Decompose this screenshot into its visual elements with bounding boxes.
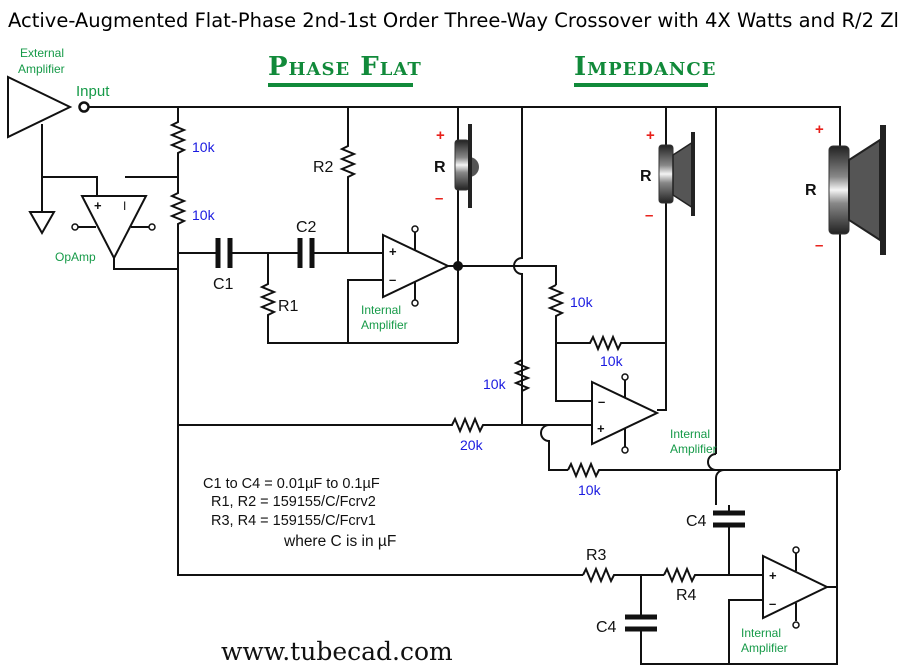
mid-input-resistor: 20k xyxy=(178,416,592,471)
website-url[interactable]: www.tubecad.com xyxy=(221,637,453,666)
amp1-label-1: Internal xyxy=(361,303,401,317)
capacitor-c4-bottom: C4 xyxy=(596,575,838,665)
tweeter-minus: – xyxy=(435,190,443,207)
capacitor-c4-top: C4 xyxy=(686,505,745,575)
external-amplifier-label-1: External xyxy=(20,46,64,60)
amp1-minus-sign: – xyxy=(389,272,396,287)
opamp-inv-sign: I xyxy=(123,199,126,213)
midrange-plus: + xyxy=(646,127,655,144)
amp1-plus-sign: + xyxy=(389,244,397,259)
note-line-1: C1 to C4 = 0.01µF to 0.1µF xyxy=(203,476,380,492)
resistor-r4: R4 xyxy=(663,566,763,604)
amp3-label-1: Internal xyxy=(741,626,781,640)
c2-label: C2 xyxy=(296,219,317,236)
input-terminal[interactable]: Input xyxy=(76,83,110,113)
divider-top-value: 10k xyxy=(192,139,216,155)
amp2-label-2: Amplifier xyxy=(670,442,717,456)
top-rail-wire xyxy=(88,106,841,470)
r2-label: R2 xyxy=(313,159,334,176)
mid-series-resistor: 10k xyxy=(556,334,666,369)
heading-phase-flat: Phase Flat xyxy=(268,52,422,87)
opamp-label: OpAmp xyxy=(55,250,96,264)
resistor-r1: R1 xyxy=(259,253,458,344)
heading-impedance: Impedance xyxy=(574,52,716,87)
input-label: Input xyxy=(76,83,110,100)
resistor-r2: R2 xyxy=(313,107,357,253)
external-amplifier: External Amplifier xyxy=(7,46,73,139)
internal-amplifier-2: – + Internal Amplifier xyxy=(591,373,717,456)
opamp-buffer: + I OpAmp xyxy=(55,195,178,270)
mid-feed-value: 10k xyxy=(570,294,594,310)
woofer-minus: – xyxy=(815,237,823,254)
note-line-4: where C is in µF xyxy=(283,533,396,550)
mid-shunt-resistor: 10k xyxy=(483,359,531,392)
speaker-woofer: + R – xyxy=(805,121,886,255)
mid-series-value: 10k xyxy=(600,353,624,369)
ground-icon xyxy=(28,211,56,236)
capacitor-c1: C1 xyxy=(178,238,268,293)
amp3-label-2: Amplifier xyxy=(741,641,788,655)
mid-shunt-value: 10k xyxy=(483,376,507,392)
note-line-3: R3, R4 = 159155/C/Fcrv1 xyxy=(211,513,376,529)
speaker-midrange: + R – xyxy=(640,127,695,224)
mid-feedback-low-resistor: 10k xyxy=(567,107,840,498)
divider-resistor-bottom: 10k xyxy=(169,177,583,576)
note-line-2: R1, R2 = 159155/C/Fcrv2 xyxy=(211,494,376,510)
tweeter-plus: + xyxy=(436,127,445,144)
component-notes: C1 to C4 = 0.01µF to 0.1µF R1, R2 = 1591… xyxy=(203,476,396,550)
r4-label: R4 xyxy=(676,587,697,604)
c1-label: C1 xyxy=(213,276,234,293)
internal-amplifier-3: + – Internal Amplifier xyxy=(741,470,838,655)
amp2-plus-sign: + xyxy=(597,421,605,436)
amp3-minus-sign: – xyxy=(769,596,776,611)
amp3-plus-sign: + xyxy=(769,568,777,583)
amp2-minus-sign: – xyxy=(598,394,605,409)
woofer-plus: + xyxy=(815,121,824,138)
mid-input-value: 20k xyxy=(460,437,484,453)
internal-amplifier-1: + – Internal Amplifier xyxy=(347,225,451,343)
diagram-title: Active-Augmented Flat-Phase 2nd-1st Orde… xyxy=(8,9,900,32)
r1-label: R1 xyxy=(278,298,299,315)
ground-wiring xyxy=(28,124,98,236)
mid-feedback-low-value: 10k xyxy=(578,482,602,498)
c4-top-label: C4 xyxy=(686,513,707,530)
amp3-inv-wire xyxy=(728,599,763,664)
resistor-r3: R3 xyxy=(582,547,664,584)
mid-feed-top-wire xyxy=(510,265,557,285)
tweeter-label: R xyxy=(434,159,446,176)
mid-speaker-wire xyxy=(657,107,667,411)
mid-feed-resistor: 10k xyxy=(547,284,594,343)
midrange-label: R xyxy=(640,168,652,185)
woofer-feed-wire xyxy=(715,469,725,505)
heading-phase-flat-text: Phase Flat xyxy=(268,52,422,82)
midrange-minus: – xyxy=(645,207,653,224)
divider-bottom-value: 10k xyxy=(192,207,216,223)
speaker-tweeter: + R – xyxy=(434,124,479,208)
heading-impedance-text: Impedance xyxy=(574,52,716,82)
amp1-label-2: Amplifier xyxy=(361,318,408,332)
opamp-plus-sign: + xyxy=(94,198,102,213)
external-amplifier-label-2: Amplifier xyxy=(18,62,65,76)
amp2-inv-wire xyxy=(555,343,592,402)
amp2-label-1: Internal xyxy=(670,427,710,441)
c4-bottom-label: C4 xyxy=(596,619,617,636)
woofer-label: R xyxy=(805,182,817,199)
divider-resistor-top: 10k xyxy=(169,107,216,177)
r3-label: R3 xyxy=(586,547,607,564)
capacitor-c2: C2 xyxy=(268,219,385,268)
